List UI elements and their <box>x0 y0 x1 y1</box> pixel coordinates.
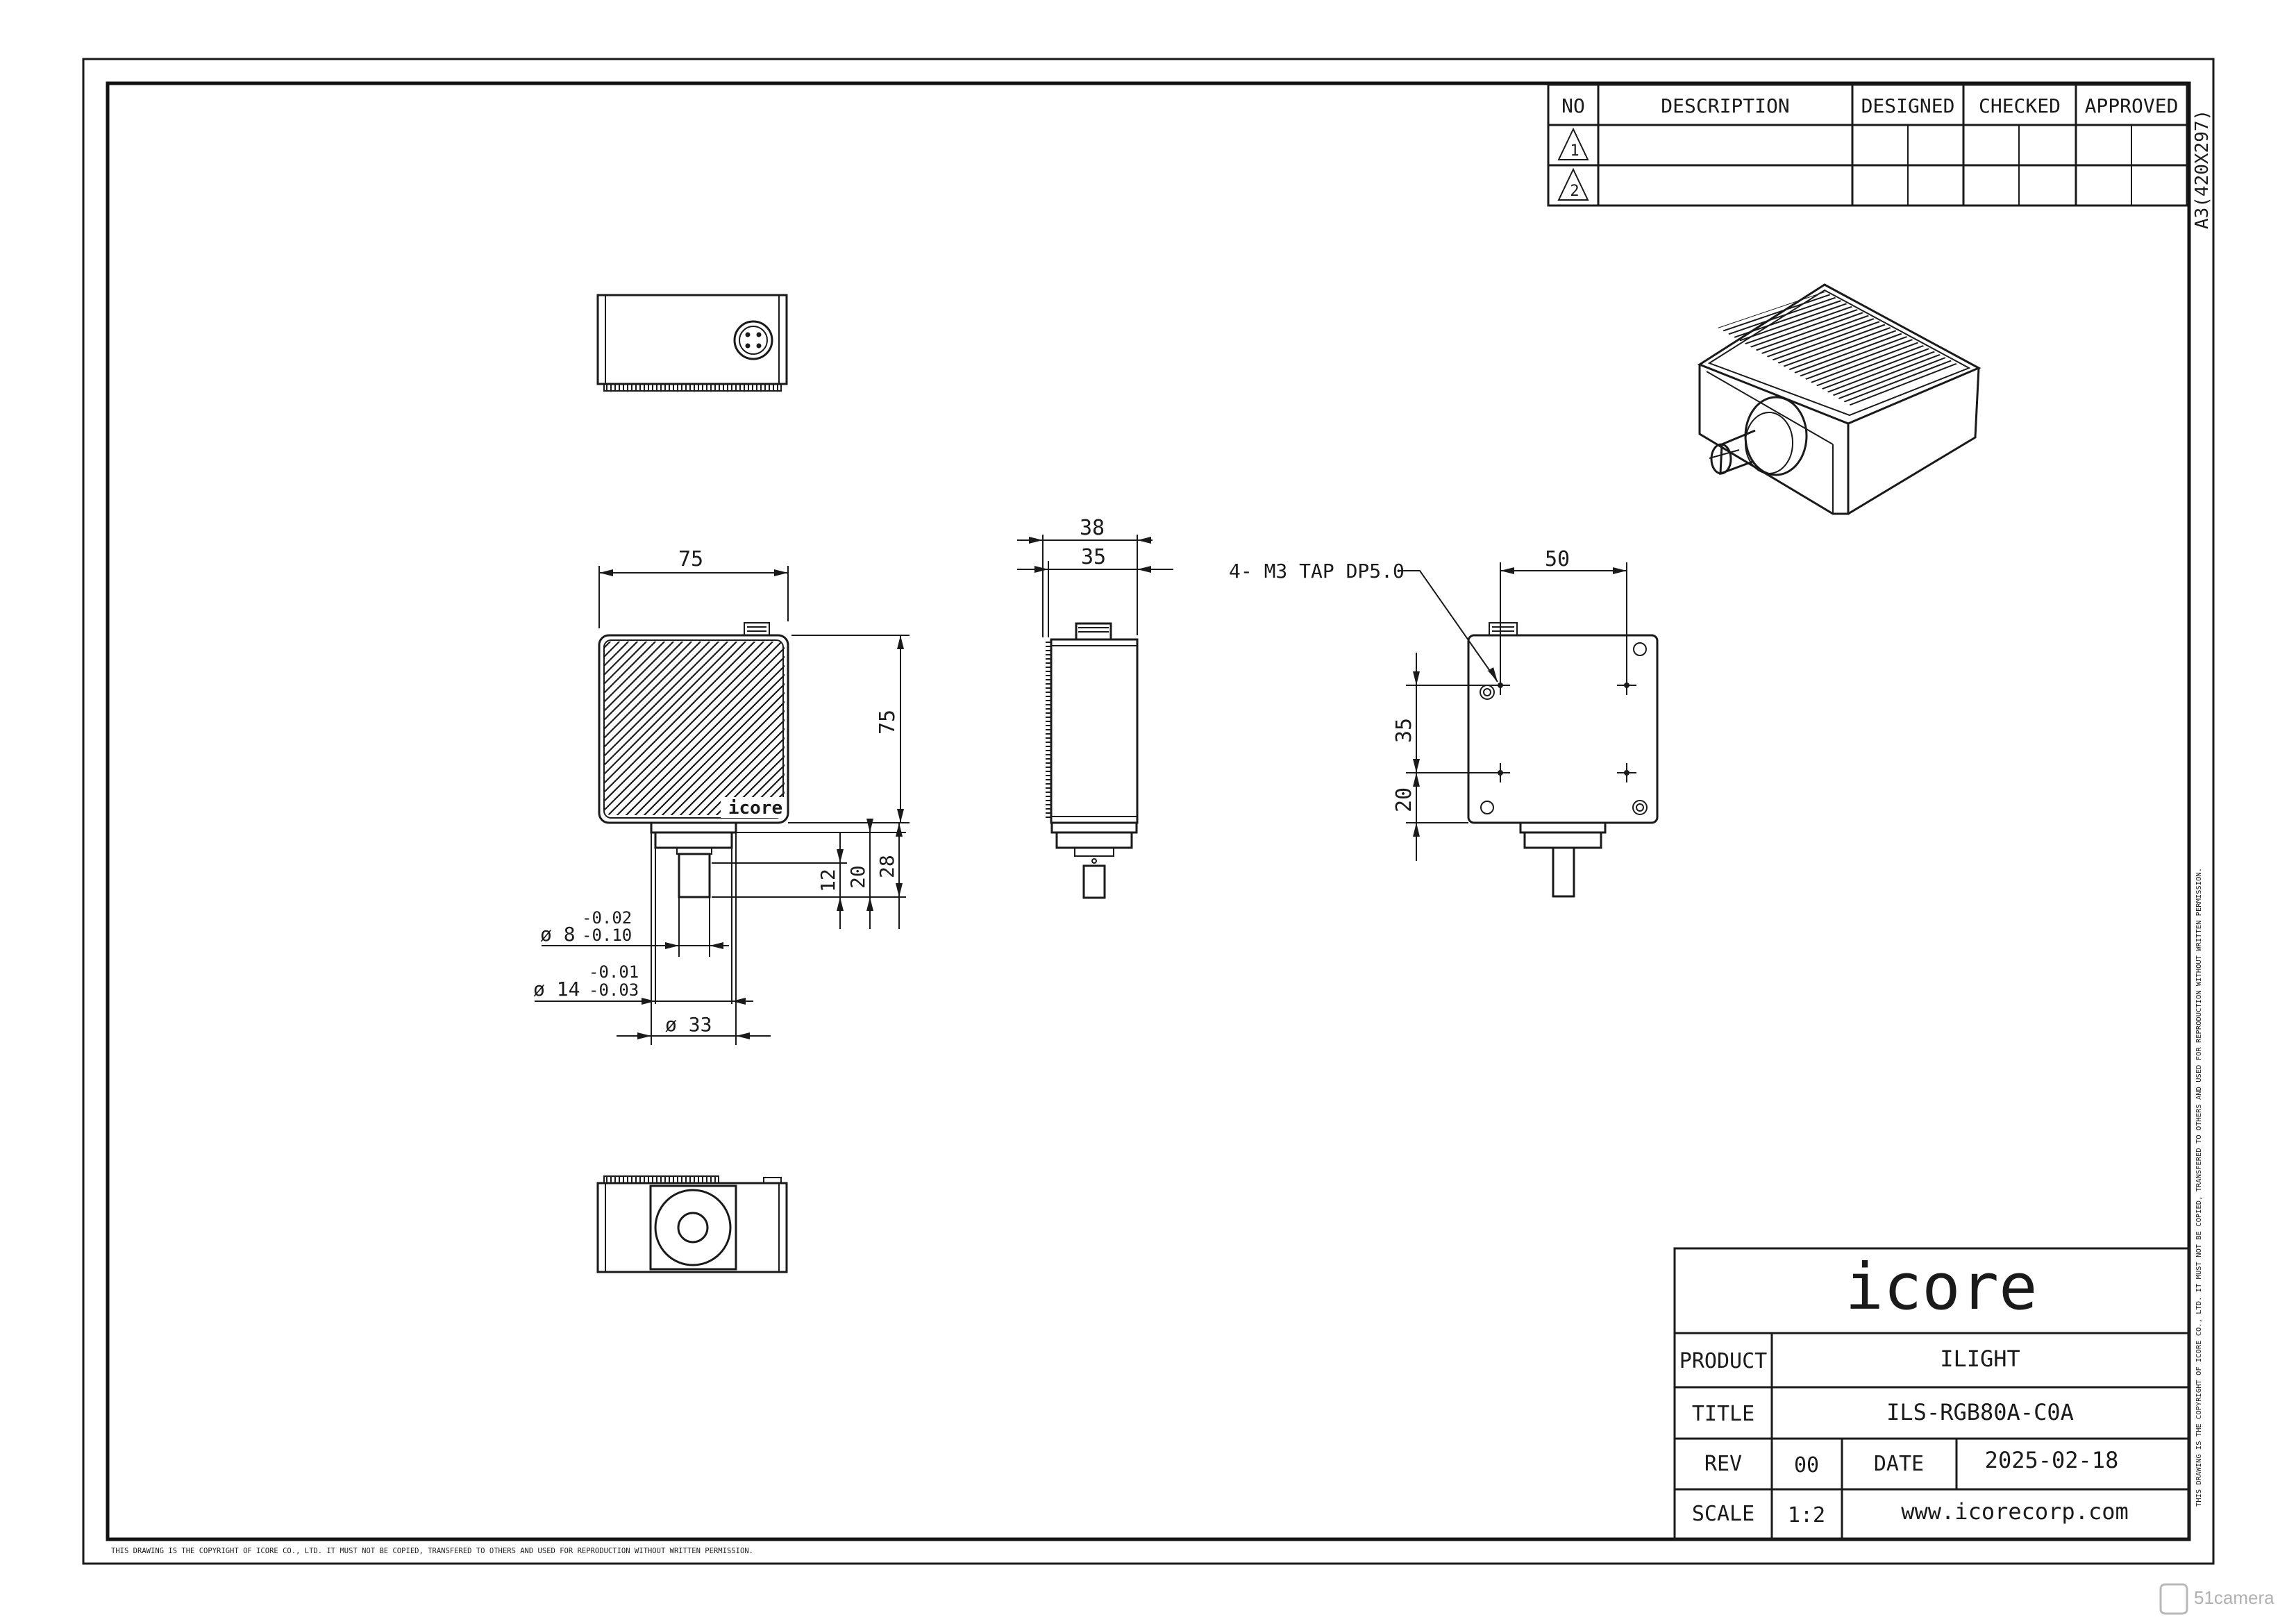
dim-back-35: 35 <box>1392 718 1416 743</box>
back-view <box>1467 622 1659 898</box>
front-view: icore <box>598 622 789 898</box>
dim-phi33: ø 33 <box>665 1013 712 1036</box>
front-view-dimensions: 75 75 12 20 28 ø 8 -0.02 -0.10 <box>533 547 910 1045</box>
dim-back-50: 50 <box>1545 547 1570 571</box>
dim-h20: 20 <box>846 865 869 889</box>
isometric-view <box>1697 283 1981 515</box>
revision-triangle-icon <box>1557 167 1589 201</box>
rev-header-no: NO <box>1561 94 1585 117</box>
title-block-logo: icore <box>1845 1250 2038 1324</box>
rev-header-checked: CHECKED <box>1979 94 2061 117</box>
title-label: TITLE <box>1692 1402 1754 1426</box>
dim-h12: 12 <box>816 869 839 892</box>
dim-phi14: ø 14 <box>533 978 580 1001</box>
side-view-dimensions: 38 35 <box>1017 516 1173 637</box>
date-value: 2025-02-18 <box>1985 1447 2119 1473</box>
product-value: ILIGHT <box>1940 1346 2020 1372</box>
title-block: icore PRODUCT ILIGHT TITLE ILS-RGB80A-C0… <box>1673 1247 2190 1541</box>
watermark-text: 51camera <box>2194 1587 2274 1608</box>
rev-label: REV <box>1704 1452 1742 1476</box>
camera-logo-icon <box>2159 1583 2188 1615</box>
watermark: 51camera <box>2159 1583 2274 1615</box>
website-url: www.icorecorp.com <box>1901 1498 2129 1525</box>
scale-value: 1:2 <box>1788 1503 1825 1527</box>
front-logo: icore <box>728 798 782 819</box>
revision-triangle-icon <box>1557 127 1589 160</box>
dim-width-75: 75 <box>678 547 703 571</box>
bottom-view <box>596 1175 788 1273</box>
side-view <box>1046 622 1139 899</box>
dim-phi14-tol-dn: -0.03 <box>589 980 639 1000</box>
rev-row-1-no: 1 <box>1570 142 1579 160</box>
outer-border <box>82 58 2215 1565</box>
dim-phi8-tol-dn: -0.10 <box>582 926 632 945</box>
date-label: DATE <box>1874 1452 1924 1476</box>
tap-hole-icon <box>1617 763 1636 782</box>
dim-side-38: 38 <box>1080 516 1105 540</box>
dim-phi8: ø 8 <box>540 923 576 946</box>
dim-phi14-tol-up: -0.01 <box>589 962 639 982</box>
dim-back-20: 20 <box>1392 787 1416 812</box>
scale-label: SCALE <box>1692 1502 1754 1526</box>
tap-callout: 4- M3 TAP DP5.0 <box>1229 560 1405 583</box>
inner-border <box>106 81 2191 1541</box>
dim-phi8-tol-up: -0.02 <box>582 908 632 928</box>
rev-header-description: DESCRIPTION <box>1661 94 1789 117</box>
rev-row-2-no: 2 <box>1570 183 1579 200</box>
copyright-notice-bottom: THIS DRAWING IS THE COPYRIGHT OF ICORE C… <box>111 1546 753 1555</box>
rev-header-designed: DESIGNED <box>1861 94 1955 117</box>
dim-h28: 28 <box>875 855 898 878</box>
dim-height-75: 75 <box>875 710 900 735</box>
revision-table: NO DESCRIPTION DESIGNED CHECKED APPROVED… <box>1547 83 2188 207</box>
back-view-dimensions: 50 35 20 4- M3 TAP DP5.0 <box>1229 547 1627 861</box>
copyright-notice-vertical: THIS DRAWING IS THE COPYRIGHT OF ICORE C… <box>2195 868 2203 1507</box>
dim-side-35: 35 <box>1081 545 1106 569</box>
rev-header-approved: APPROVED <box>2085 94 2179 117</box>
top-view <box>596 294 788 392</box>
product-label: PRODUCT <box>1679 1349 1767 1373</box>
rev-value: 00 <box>1794 1453 1819 1477</box>
title-value: ILS-RGB80A-C0A <box>1886 1399 2074 1425</box>
paper-size-label: A3(420X297) <box>2192 110 2213 229</box>
